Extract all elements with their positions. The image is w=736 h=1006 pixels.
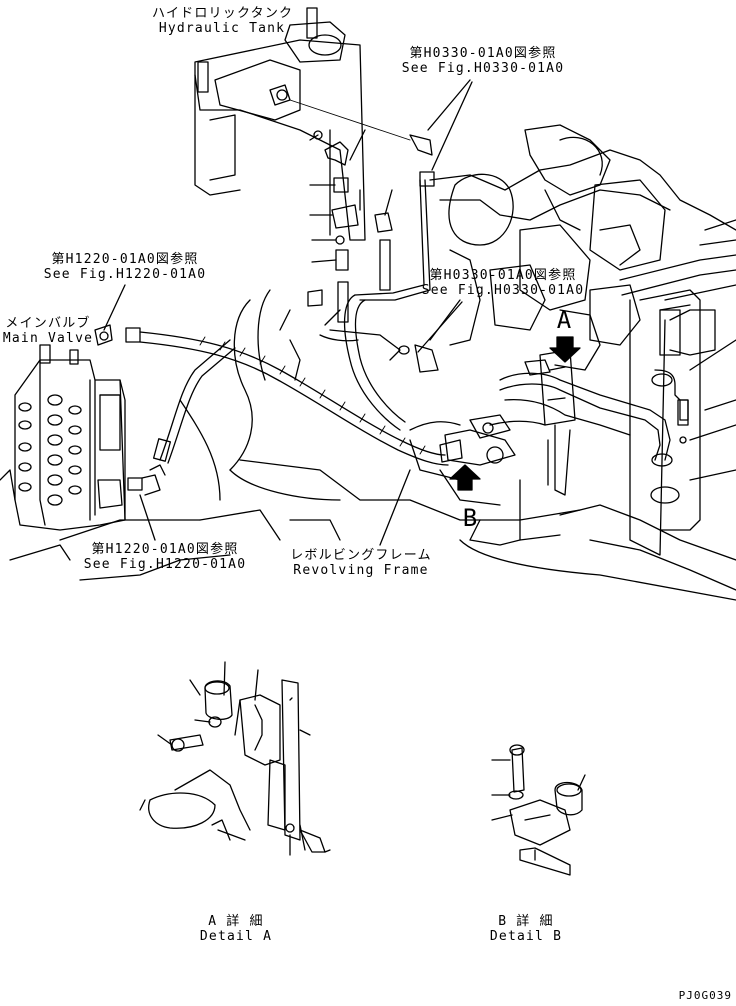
detail-a-label-jp: A 詳 細 <box>208 914 264 929</box>
detail-a-leaders <box>157 661 331 856</box>
view-b-marker: B <box>462 504 478 532</box>
main-valve-label-jp: メインバルブ <box>5 316 91 331</box>
radiator-frame <box>619 219 736 556</box>
see-fig-h1220-top-jp: 第H1220-01A0図参照 <box>51 252 199 267</box>
drawing-code: PJ0G039 <box>678 989 732 1002</box>
radiator-hoses <box>489 369 689 461</box>
view-a-marker: A <box>556 306 572 334</box>
valve-elbow-fitting <box>127 464 166 496</box>
revolving-frame-label-en: Revolving Frame <box>293 563 429 578</box>
tank-return-pipe <box>289 99 435 301</box>
see-fig-h1220-top-label: 第H1220-01A0図参照 See Fig.H1220-01A0 <box>40 252 210 282</box>
detail-b-label: B 詳 細 Detail B <box>486 914 566 944</box>
hydraulic-tank <box>194 7 366 241</box>
washer-and-bolt <box>398 344 689 421</box>
revolving-frame-label-jp: レボルビングフレーム <box>290 548 432 563</box>
engine-block <box>429 124 736 371</box>
detail-b-label-en: Detail B <box>489 929 563 944</box>
revolving-frame <box>9 289 736 601</box>
clamp-b <box>439 414 516 466</box>
see-fig-h0330-mid-jp: 第H0330-01A0図参照 <box>429 268 577 283</box>
detail-a <box>139 679 326 853</box>
see-fig-h0330-mid-label: 第H0330-01A0図参照 See Fig.H0330-01A0 <box>418 268 588 298</box>
see-fig-h0330-top-label: 第H0330-01A0図参照 See Fig.H0330-01A0 <box>398 46 568 76</box>
second-hose <box>152 339 236 464</box>
see-fig-h1220-bottom-label: 第H1220-01A0図参照 See Fig.H1220-01A0 <box>80 542 250 572</box>
hydraulic-tank-label-jp: ハイドロリックタンク <box>152 6 294 21</box>
hydraulic-tank-label: ハイドロリックタンク Hydraulic Tank <box>152 6 292 36</box>
detail-a-label: A 詳 細 Detail A <box>196 914 276 944</box>
main-hose <box>125 294 449 466</box>
hydraulic-tank-label-en: Hydraulic Tank <box>158 21 286 36</box>
main-valve-label-en: Main Valve <box>2 331 94 346</box>
leader-lines <box>103 79 736 546</box>
tank-fittings <box>307 130 433 323</box>
see-fig-h0330-top-jp: 第H0330-01A0図参照 <box>409 46 557 61</box>
main-valve <box>0 324 126 531</box>
main-valve-label: メインバルブ Main Valve <box>0 316 96 346</box>
detail-b-leaders <box>491 759 586 821</box>
detail-b <box>508 744 583 876</box>
see-fig-h1220-bottom-en: See Fig.H1220-01A0 <box>83 557 247 572</box>
see-fig-h1220-bottom-jp: 第H1220-01A0図参照 <box>91 542 239 557</box>
detail-a-label-en: Detail A <box>199 929 273 944</box>
see-fig-h0330-mid-en: See Fig.H0330-01A0 <box>421 283 585 298</box>
revolving-frame-label: レボルビングフレーム Revolving Frame <box>286 548 436 578</box>
view-arrows <box>449 336 581 491</box>
detail-b-label-jp: B 詳 細 <box>498 914 554 929</box>
see-fig-h1220-top-en: See Fig.H1220-01A0 <box>43 267 207 282</box>
see-fig-h0330-top-en: See Fig.H0330-01A0 <box>401 61 565 76</box>
